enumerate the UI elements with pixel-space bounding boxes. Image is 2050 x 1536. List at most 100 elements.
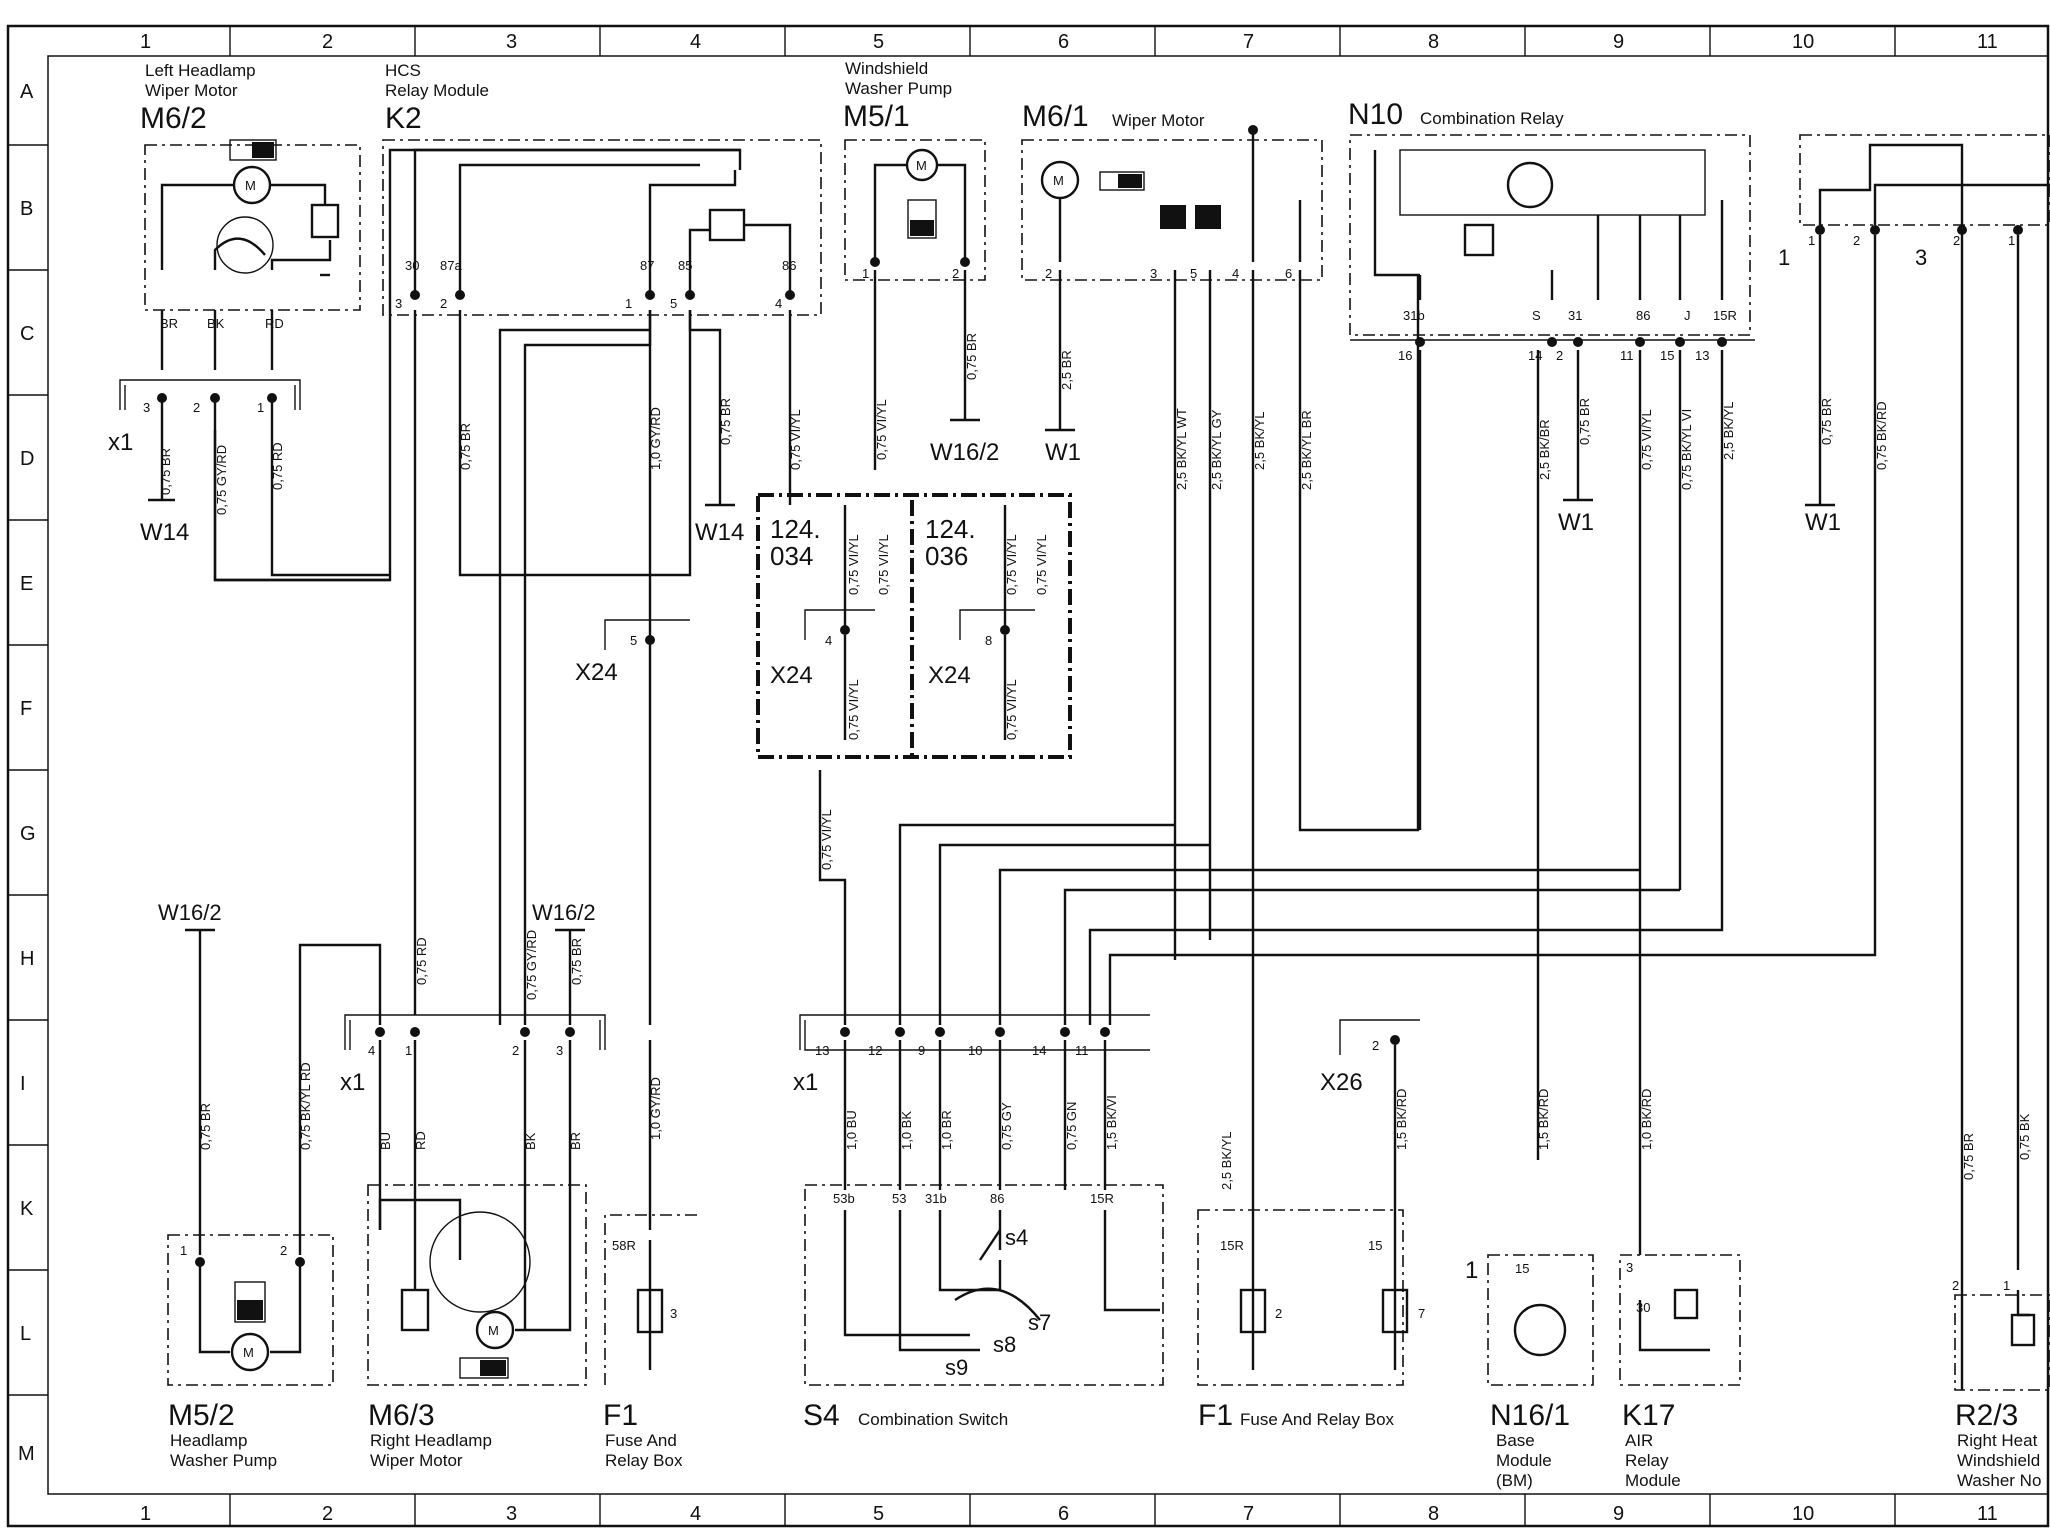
k2-wire-br: 0,75 BR: [458, 423, 473, 470]
k2-pin-87a: 87a: [440, 258, 462, 273]
s4-wire-gy: 0,75 GY: [999, 1102, 1014, 1150]
n10-title: N10 Combination Relay: [1348, 98, 1564, 131]
row-label-g: G: [20, 823, 36, 845]
m5-2-desc2: Washer Pump: [170, 1451, 277, 1470]
x1-wire-gyrd: 0,75 GY/RD: [524, 930, 539, 1000]
col-label-6: 6: [1058, 31, 1069, 53]
svg-text:1: 1: [625, 296, 632, 311]
r2-3-desc3: Washer No: [1957, 1471, 2041, 1490]
m6-2-desc2: Wiper Motor: [145, 81, 238, 100]
x1-wire-br: 0,75 BR: [569, 938, 584, 985]
n16-1-component: 1 15: [1465, 1254, 1594, 1386]
m6-2-wire-br075: 0,75 BR: [158, 448, 173, 495]
n10-pin-j: J: [1684, 308, 1691, 323]
svg-text:8: 8: [985, 633, 992, 648]
s4-wire-gn: 0,75 GN: [1064, 1102, 1079, 1150]
n10-pin-31: 31: [1568, 308, 1582, 323]
svg-text:15: 15: [1660, 348, 1674, 363]
svg-text:2: 2: [280, 1243, 287, 1258]
m5-2-desc1: Headlamp: [170, 1431, 248, 1450]
svg-text:4: 4: [368, 1043, 375, 1058]
r2-3-desc2: Windshield: [1957, 1451, 2040, 1470]
m6-1-wire-bkylbr: 2,5 BK/YL BR: [1299, 410, 1314, 490]
n10-wire-bkylvi: 0,75 BK/YL VI: [1679, 409, 1694, 490]
m6-1-wire-bkylwt: 2,5 BK/YL WT: [1174, 408, 1189, 490]
n10-wire-viyl: 0,75 VI/YL: [1639, 409, 1654, 470]
x24-label-left: X24: [575, 659, 618, 686]
col-label-bottom-5: 5: [873, 1503, 884, 1525]
svg-text:2: 2: [1275, 1306, 1282, 1321]
s4-wire-bu: 1,0 BU: [844, 1110, 859, 1150]
variant1-wire-b: 0,75 VI/YL: [876, 534, 891, 595]
col-label-bottom-9: 9: [1613, 1503, 1624, 1525]
row-labels: A B C D E F G H I K L M: [8, 81, 48, 1465]
svg-text:10: 10: [968, 1043, 982, 1058]
k2-wire-br2: 0,75 BR: [718, 398, 733, 445]
col-label-bottom-1: 1: [140, 1503, 151, 1525]
m6-1-wire-bkylgy: 2,5 BK/YL GY: [1209, 409, 1224, 490]
col-label-bottom-4: 4: [690, 1503, 701, 1525]
x24-connector-left: 5 X24: [575, 619, 690, 686]
svg-text:4: 4: [825, 633, 832, 648]
w1-label-n10: W1: [1558, 509, 1594, 536]
k2-pin-30: 30: [405, 258, 419, 273]
svg-text:M: M: [1053, 173, 1064, 188]
n10-pin-15r: 15R: [1713, 308, 1737, 323]
s4-pin-31b: 31b: [925, 1191, 947, 1206]
w16-2-label-left: W16/2: [158, 900, 222, 925]
svg-text:2: 2: [1556, 348, 1563, 363]
svg-text:1: 1: [2003, 1278, 2010, 1293]
svg-text:13: 13: [1695, 348, 1709, 363]
inner-frame: [47, 55, 2049, 1495]
m5-2-wire-br: 0,75 BR: [198, 1103, 213, 1150]
col-label-bottom-2: 2: [322, 1503, 333, 1525]
m5-1-wire-viyl: 0,75 VI/YL: [874, 399, 889, 460]
svg-text:3: 3: [556, 1043, 563, 1058]
svg-text:5: 5: [1190, 266, 1197, 281]
svg-text:4: 4: [1232, 266, 1239, 281]
s4-title: S4 Combination Switch: [803, 1399, 1008, 1432]
k2-desc1: HCS: [385, 61, 421, 80]
s4-pin-53: 53: [892, 1191, 906, 1206]
s7-label: s7: [1028, 1310, 1051, 1335]
svg-text:2: 2: [1372, 1038, 1379, 1053]
r2-3-title: R2/3 Right Heat Windshield Washer No: [1955, 1399, 2041, 1490]
f1-left-id: F1: [603, 1399, 638, 1432]
n16-1-desc2: Module: [1496, 1451, 1552, 1470]
m5-2-title: M5/2 Headlamp Washer Pump: [168, 1399, 277, 1470]
svg-text:1: 1: [1808, 233, 1815, 248]
svg-text:1: 1: [405, 1043, 412, 1058]
right-pin-3: 3: [1915, 245, 1927, 270]
s4-component: 53b 53 31b 86 15R s4 s7 s8 s9: [804, 1184, 1164, 1386]
r2-3-desc1: Right Heat: [1957, 1431, 2038, 1450]
outer-frame: [6, 24, 2050, 1528]
w16-2-label-right: W16/2: [532, 900, 596, 925]
n10-pin-86: 86: [1636, 308, 1650, 323]
svg-text:1: 1: [180, 1243, 187, 1258]
variant1-line2: 034: [770, 541, 813, 571]
m5-1-desc1: Windshield: [845, 59, 928, 78]
f1-mid-pin-15r: 15R: [1220, 1238, 1244, 1253]
n10-wire-bkyl: 2,5 BK/YL: [1721, 401, 1736, 460]
row-label-i: I: [20, 1073, 26, 1095]
f1-mid-pin-15: 15: [1368, 1238, 1382, 1253]
svg-text:5: 5: [630, 633, 637, 648]
col-label-bottom-8: 8: [1428, 1503, 1439, 1525]
r2-3-id: R2/3: [1955, 1399, 2018, 1432]
col-label-7: 7: [1243, 31, 1254, 53]
n16-1-pin-1: 1: [1465, 1257, 1478, 1284]
col-label-2: 2: [322, 31, 333, 53]
m6-1-wire-bkyl: 2,5 BK/YL: [1252, 411, 1267, 470]
svg-text:3: 3: [143, 400, 150, 415]
row-label-a: A: [20, 81, 34, 103]
